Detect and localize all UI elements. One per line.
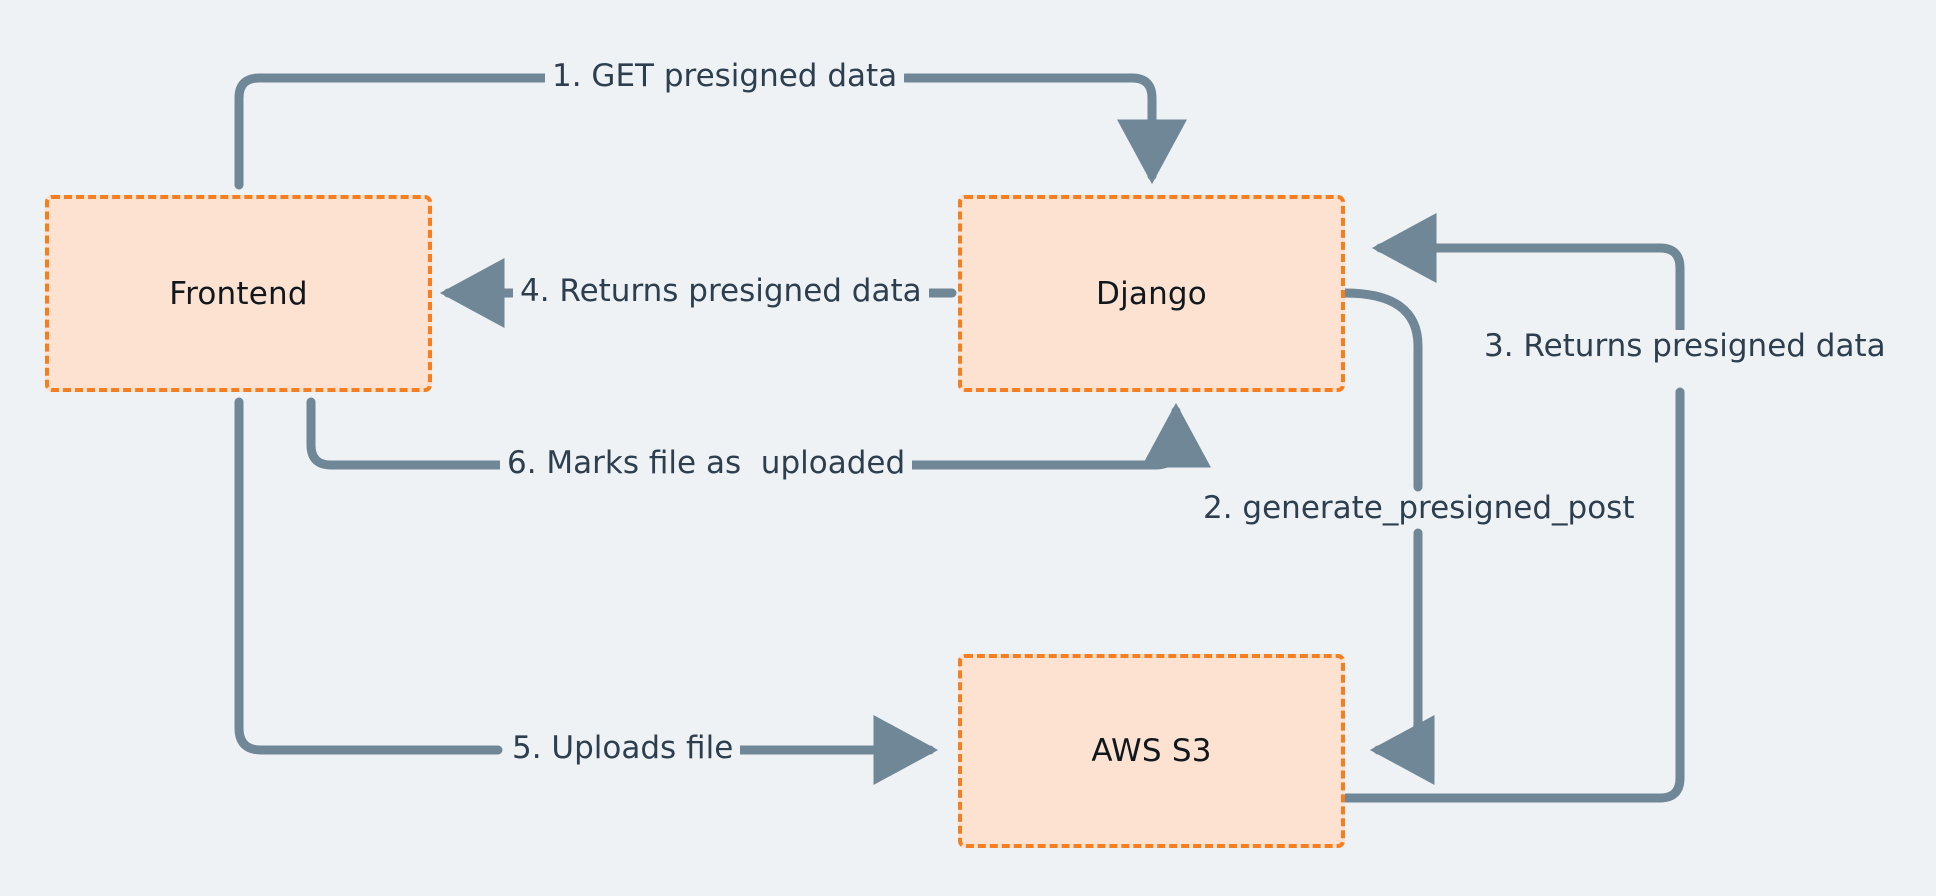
edge-label-5: 5. Uploads file — [505, 732, 741, 765]
node-django-label: Django — [1096, 275, 1207, 312]
edge-path-2 — [1340, 288, 1423, 492]
node-django[interactable]: Django — [958, 195, 1345, 392]
node-aws-s3-label: AWS S3 — [1091, 733, 1212, 769]
edge-label-2: 2. generate_presigned_post — [1196, 492, 1642, 525]
edge-path-1b — [900, 73, 1188, 185]
edge-path-3b — [1371, 212, 1685, 335]
edge-path-2b — [1369, 528, 1435, 786]
edge-path-3 — [1340, 387, 1685, 803]
node-aws-s3[interactable]: AWS S3 — [958, 654, 1345, 848]
edge-label-6: 6. Marks file as uploaded — [500, 447, 913, 480]
edge-path-6 — [306, 397, 505, 470]
edge-path-1 — [234, 73, 550, 190]
node-frontend-label: Frontend — [169, 275, 308, 312]
edge-path-5 — [234, 397, 503, 755]
node-frontend[interactable]: Frontend — [45, 195, 432, 392]
edge-path-6b — [900, 402, 1212, 470]
edge-label-3: 3. Returns presigned data — [1477, 330, 1893, 363]
edge-label-4: 4. Returns presigned data — [513, 275, 929, 308]
edge-label-1: 1. GET presigned data — [545, 60, 905, 93]
